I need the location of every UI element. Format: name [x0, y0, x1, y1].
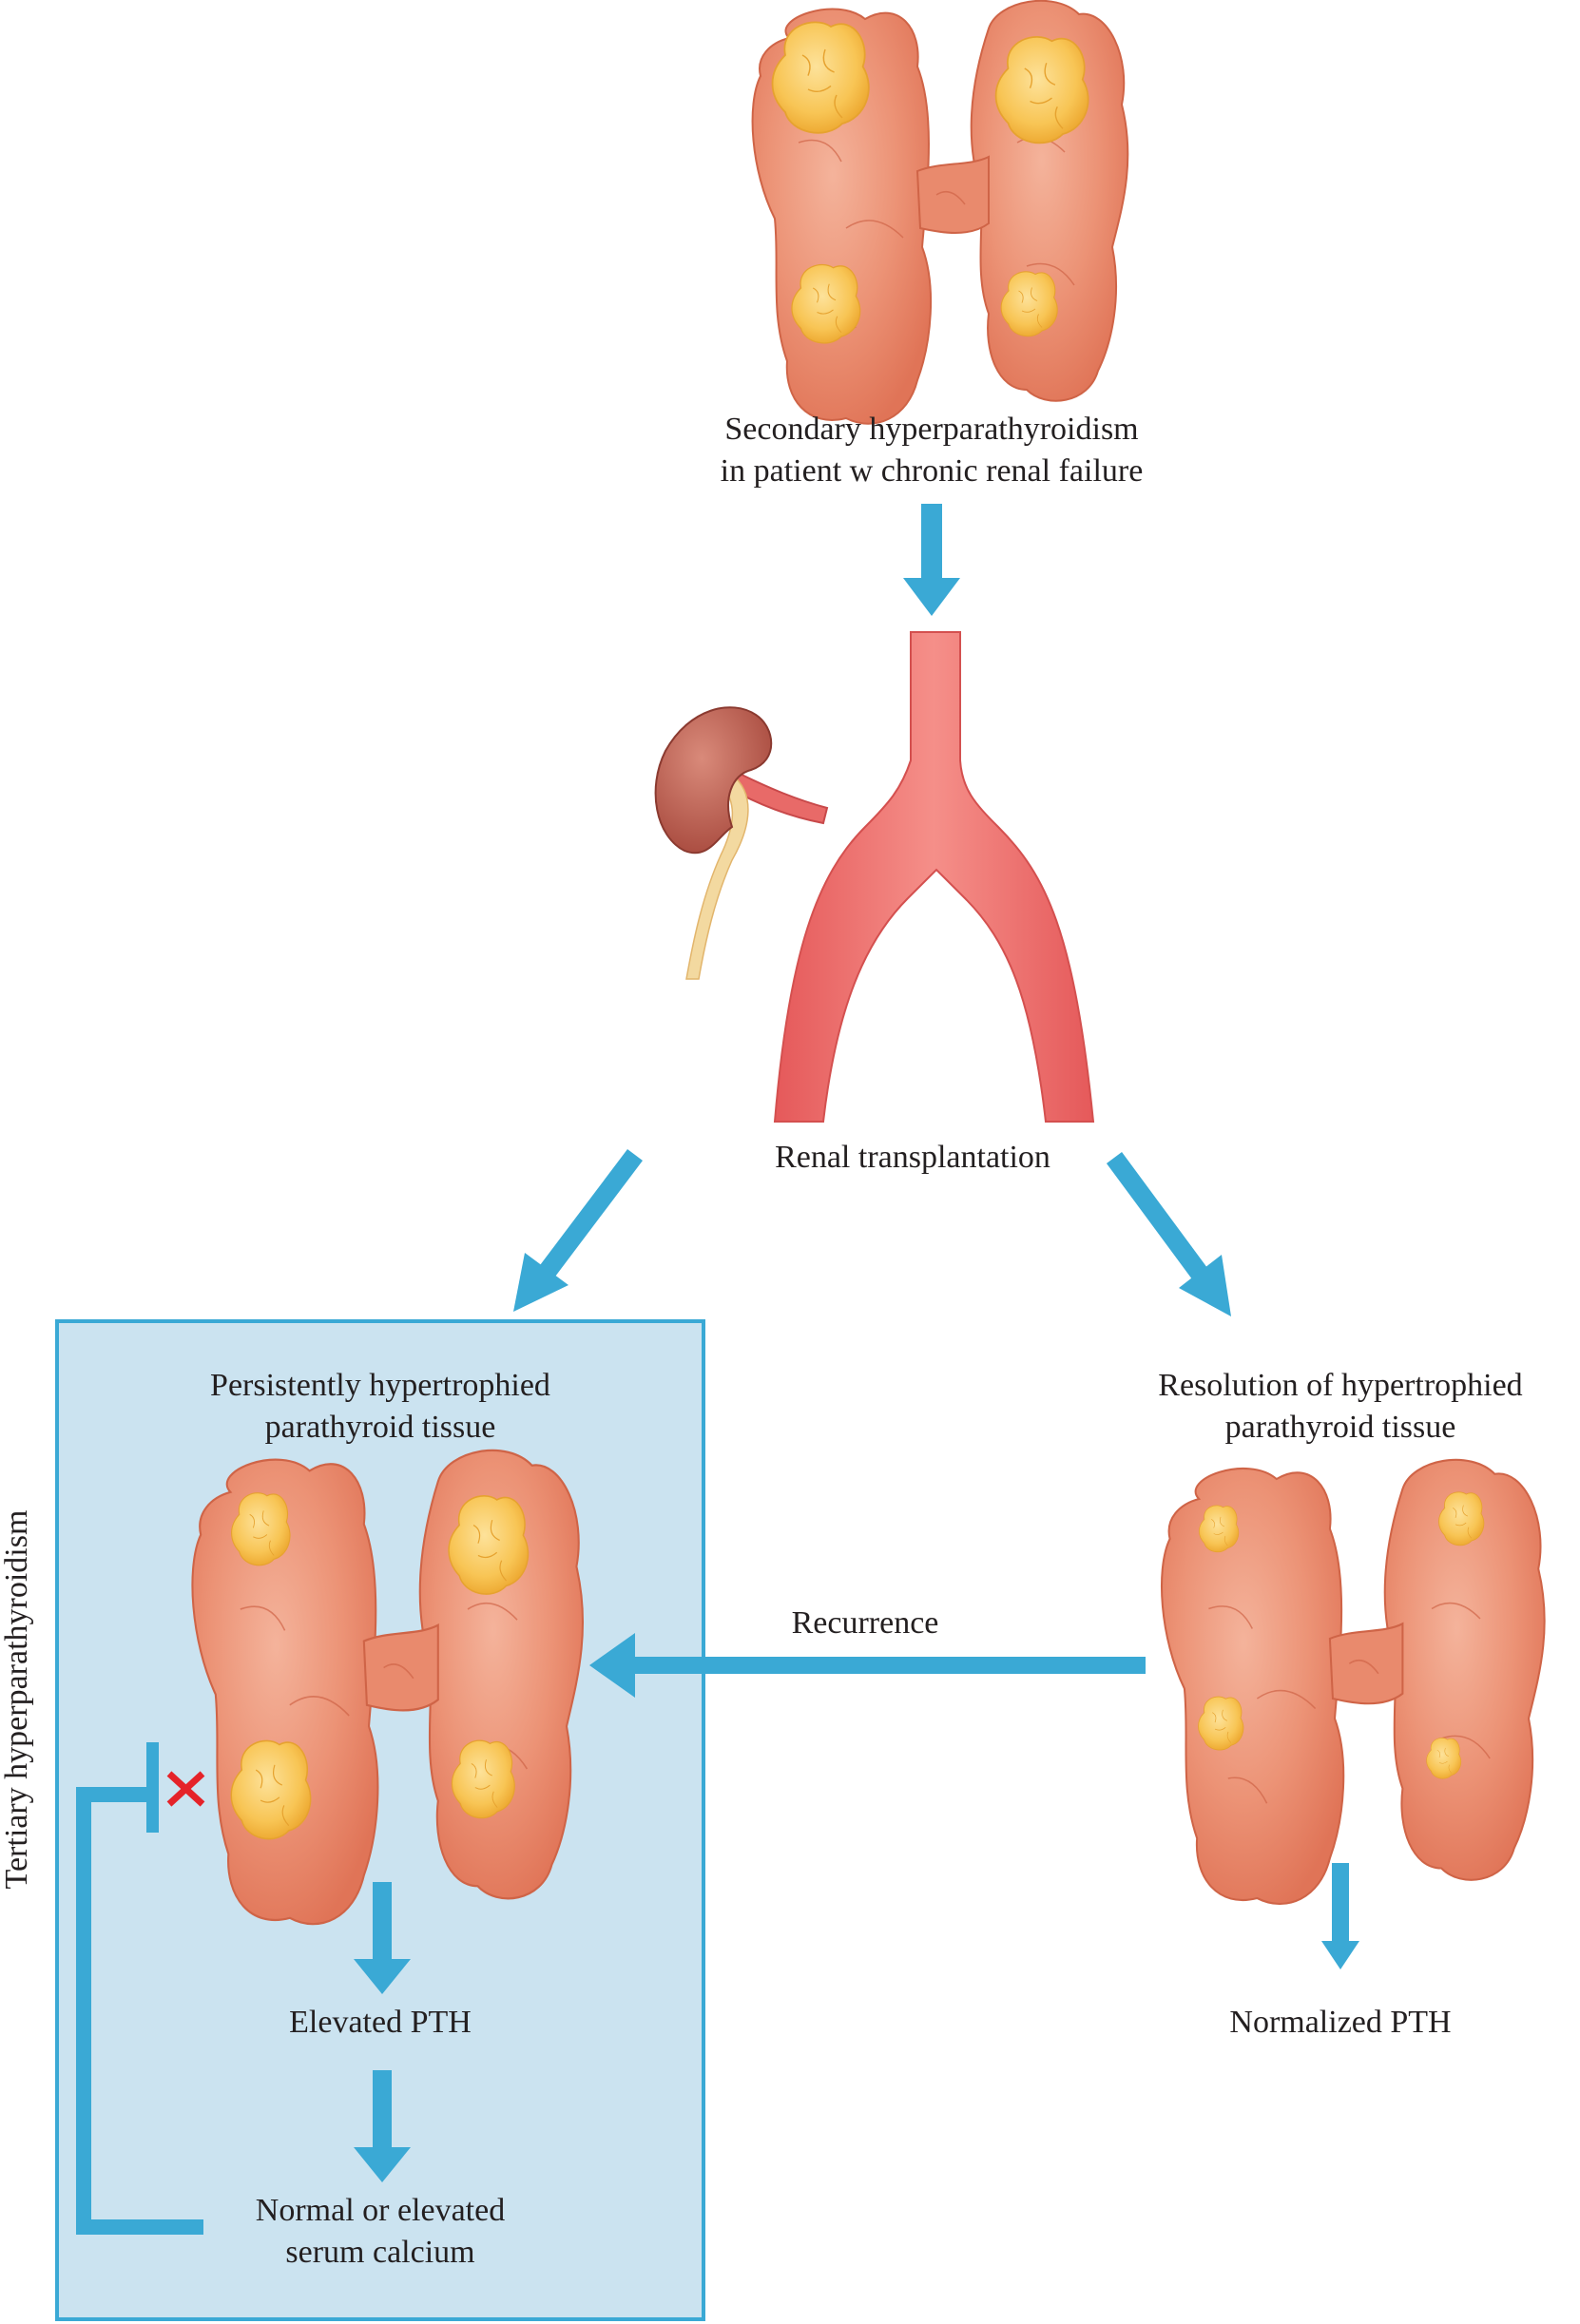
arrow-to-normalized-pth	[1321, 1863, 1359, 1969]
nodule-icon	[230, 1492, 291, 1566]
recurrence-arrow	[589, 1633, 1146, 1698]
arrow-to-resolution	[1106, 1152, 1231, 1316]
arrow-down-to-transplant	[903, 504, 960, 616]
arrow-to-serum-calcium	[354, 2070, 411, 2182]
kidney-icon	[654, 706, 773, 855]
nodule-icon	[448, 1495, 530, 1595]
serum-calcium-line1: Normal or elevated	[255, 2193, 506, 2228]
nodule-icon	[1438, 1491, 1485, 1546]
recurrence-label: Recurrence	[791, 1605, 939, 1641]
nodule-icon	[1426, 1738, 1462, 1779]
resolution-title: Resolution of hypertrophied parathyroid …	[1055, 1365, 1580, 1449]
nodule-icon	[230, 1739, 312, 1840]
resolution-title-line1: Resolution of hypertrophied	[1158, 1368, 1523, 1403]
elevated-pth-label: Elevated PTH	[289, 2005, 472, 2040]
serum-calcium-line2: serum calcium	[285, 2235, 475, 2270]
secondary-caption-line2: in patient w chronic renal failure	[720, 453, 1144, 489]
nodule-icon	[1000, 271, 1058, 337]
arrow-to-persistent	[513, 1148, 643, 1312]
persistent-title: Persistently hypertrophied parathyroid t…	[95, 1365, 665, 1449]
nodule-icon	[771, 21, 870, 134]
nodule-icon	[451, 1739, 515, 1819]
nodule-icon	[994, 35, 1089, 144]
secondary-caption-line1: Secondary hyperparathyroidism	[724, 412, 1139, 447]
secondary-caption: Secondary hyperparathyroidism in patient…	[646, 409, 1217, 492]
nodule-icon	[1199, 1505, 1240, 1553]
persistent-title-line2: parathyroid tissue	[264, 1410, 496, 1445]
arrow-to-elevated-pth	[354, 1882, 411, 1994]
renal-artery	[725, 768, 829, 825]
resolution-title-line2: parathyroid tissue	[1224, 1410, 1456, 1445]
resolved-arrow-container	[1321, 1863, 1359, 1977]
tertiary-hyperparathyroidism-label: Tertiary hyperparathyroidism	[0, 1509, 34, 1890]
resolved-parathyroid-gland-icon	[1160, 1458, 1546, 1906]
serum-calcium-label: Normal or elevated serum calcium	[190, 2190, 570, 2274]
normalized-pth-label: Normalized PTH	[1229, 2005, 1452, 2040]
red-x-icon	[166, 1771, 205, 1807]
nodule-icon	[791, 263, 861, 344]
inhibition-bar	[146, 1742, 159, 1833]
nodule-icon	[1198, 1696, 1244, 1751]
persistent-title-line1: Persistently hypertrophied	[210, 1368, 550, 1403]
top-parathyroid-gland-icon	[751, 0, 1129, 425]
aortic-bifurcation-icon	[773, 631, 1095, 1123]
feedback-inhibition-line	[76, 1742, 203, 2235]
ureter	[685, 774, 749, 980]
renal-transplantation-label: Renal transplantation	[775, 1140, 1050, 1175]
persistent-parathyroid-gland-icon	[191, 1449, 585, 1926]
